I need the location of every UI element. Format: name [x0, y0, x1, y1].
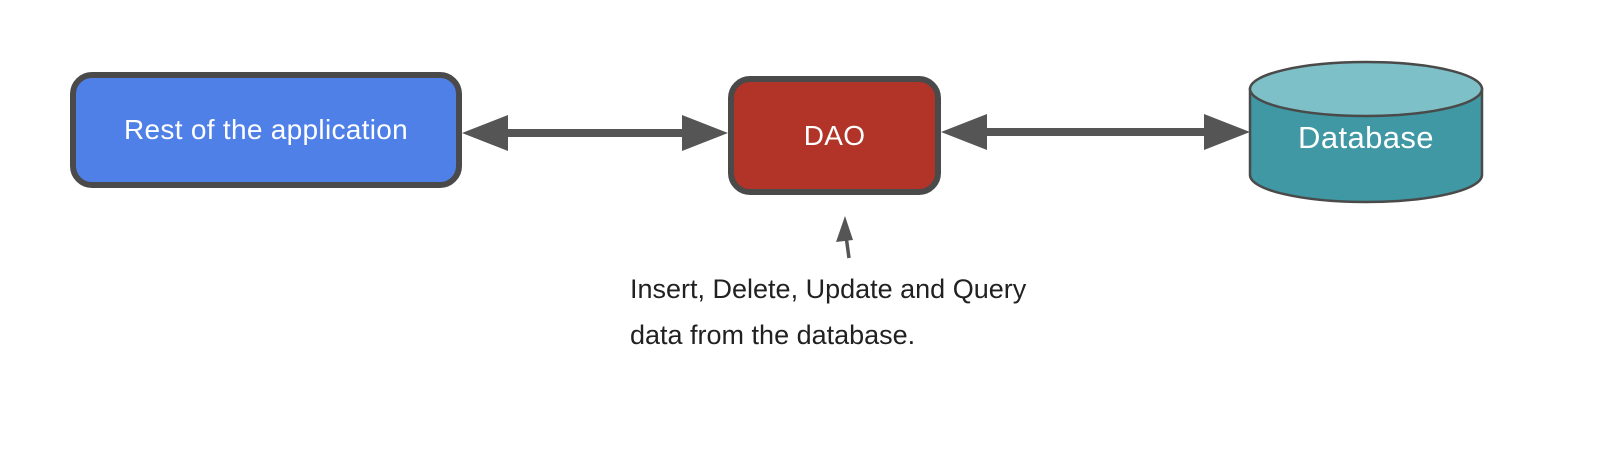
- database-cylinder-top: [1248, 60, 1484, 118]
- node-rest-of-application-label: Rest of the application: [124, 114, 408, 145]
- annotation-arrow-head: [836, 216, 853, 242]
- node-rest-of-application: Rest of the application: [70, 72, 462, 188]
- connector-rest-dao-head-left: [462, 115, 508, 151]
- connector-rest-dao-head-right: [682, 115, 728, 151]
- annotation-caption: Insert, Delete, Update and Query data fr…: [630, 266, 1026, 358]
- connector-rest-dao: [462, 115, 728, 151]
- node-dao: DAO: [728, 76, 941, 195]
- database-cylinder: [1248, 60, 1484, 204]
- database-cylinder-body: [1248, 87, 1484, 204]
- annotation-caption-line2: data from the database.: [630, 320, 916, 350]
- connector-dao-database: [941, 114, 1250, 150]
- node-database-label: Database: [1298, 120, 1434, 155]
- connector-dao-database-head-right: [1204, 114, 1250, 150]
- annotation-arrow: [836, 216, 853, 259]
- annotation-caption-line1: Insert, Delete, Update and Query: [630, 274, 1027, 304]
- connector-dao-database-head-left: [941, 114, 987, 150]
- node-dao-label: DAO: [803, 119, 866, 151]
